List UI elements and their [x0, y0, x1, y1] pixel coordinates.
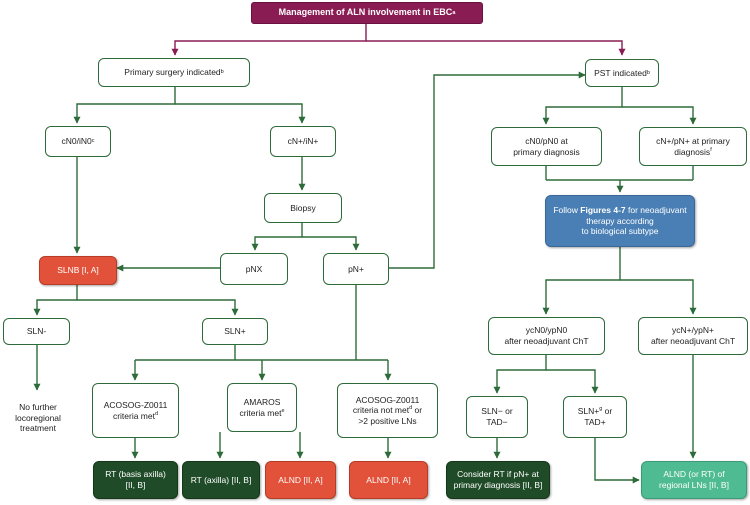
sln-tad-neg-label: SLN− or TAD− [481, 406, 513, 427]
acosog-notmet-line1: ACOSOG-Z0011 [355, 394, 420, 405]
no-further-treatment-text: No further locoregional treatment [3, 393, 73, 443]
acosog-met-line1: ACOSOG-Z0011 [103, 399, 168, 410]
title-connectors [171, 24, 626, 56]
arrow-ycn0-to-slntadneg [493, 355, 547, 394]
consider-rt-label: Consider RT if pN+ at primary diagnosis … [453, 469, 543, 490]
alnd-rt-label: ALND (or RT) of regional LNs [II, B] [659, 469, 729, 490]
arrow-ycn0-to-slntadpos [546, 369, 599, 394]
pnx-node: pNX [220, 253, 288, 285]
acosog-notmet-footnote: d [409, 405, 413, 412]
ycn0-label: ycN0/ypN0 after neoadjuvant ChT [504, 325, 589, 346]
acosog-notmet-line2: criteria not met [352, 405, 410, 416]
sln-neg-node: SLN- [3, 318, 70, 345]
cnplus-node: cN+/iN+ [270, 126, 336, 157]
alnd-2-label: ALND [II, A] [366, 474, 411, 485]
alnd-1-label: ALND [II, A] [278, 474, 323, 485]
arrow-biopsy-to-pnplus [302, 236, 360, 251]
rt-axilla-label: RT (axilla) [II, B] [190, 474, 252, 485]
sln-tad-pos-line2: TAD+ [584, 417, 606, 427]
primary-surgery-label: Primary surgery indicated [124, 67, 221, 78]
arrow-follow-to-ycn0 [542, 247, 621, 315]
sln-pos-node: SLN+ [202, 318, 268, 345]
sln-tad-pos-or: or [602, 406, 613, 417]
cnplus-pnplus-line1: cN+/pN+ at primary [656, 135, 730, 146]
sln-pos-label: SLN+ [224, 326, 246, 337]
sln-tad-pos-footnote: g [599, 406, 603, 413]
slnb-label: SLNB [I, A] [57, 265, 99, 276]
acosog-notmet-line3: >2 positive LNs [358, 415, 417, 426]
cnplus-pnplus-node: cN+/pN+ at primary diagnosisf [639, 127, 747, 166]
sln-neg-label: SLN- [26, 326, 47, 337]
no-further-label: No further locoregional treatment [15, 402, 61, 434]
cnplus-pnplus-line2: diagnosis [674, 146, 711, 157]
arrow-title-to-pst [366, 40, 626, 56]
cnplus-label: cN+/iN+ [287, 136, 319, 147]
acosog-met-node: ACOSOG-Z0011 criteria metd [92, 383, 179, 438]
arrow-slntadpos-to-alnd-rt [594, 438, 640, 484]
alnd-node-2: ALND [II, A] [349, 461, 428, 499]
follow-figures-node: Follow Figures 4-7 for neoadjuvant thera… [545, 195, 695, 247]
rt-axilla-node: RT (axilla) [II, B] [182, 461, 260, 499]
sln-tad-pos-line1: SLN+ [577, 406, 600, 417]
follow-pre: Follow [553, 205, 581, 216]
amaros-node: AMAROS criteria mete [227, 383, 297, 432]
ycnplus-node: ycN+/ypN+ after neoadjuvant ChT [638, 317, 748, 355]
sln-tad-pos-node: SLN+g or TAD+ [563, 396, 627, 438]
cn0-label: cN0/iN0 [61, 136, 92, 147]
arrow-biopsy-to-pnx [251, 223, 303, 251]
arrow-follow-to-ycnplus [620, 279, 697, 315]
amaros-line2: criteria met [239, 407, 282, 418]
cn0-footnote: c [91, 138, 95, 145]
acosog-met-footnote: d [154, 410, 159, 417]
primary-surgery-footnote: b [220, 69, 224, 76]
rt-basis-axilla-node: RT (basis axilla) [II, B] [93, 461, 178, 499]
cn0-pn0-node: cN0/pN0 at primary diagnosis [491, 127, 602, 166]
pnplus-node: pN+ [323, 253, 389, 285]
slnb-node: SLNB [I, A] [39, 256, 117, 285]
arrow-title-to-primary-surgery [171, 24, 367, 56]
acosog-met-line2: criteria met [112, 410, 155, 421]
arrow-pst-to-cn0pn0 [542, 87, 623, 125]
biopsy-label: Biopsy [290, 202, 316, 213]
arrow-primary-to-cnplus [175, 103, 306, 124]
sln-tad-neg-node: SLN− or TAD− [466, 396, 528, 438]
follow-figures-ref: Figures 4-7 [580, 205, 626, 216]
ycn0-node: ycN0/ypN0 after neoadjuvant ChT [488, 317, 605, 355]
arrow-primary-to-cn0 [73, 87, 176, 124]
pst-footnote: b [646, 69, 650, 76]
rt-basis-label: RT (basis axilla) [II, B] [105, 469, 166, 490]
green-connectors [33, 71, 697, 484]
cn0-pn0-label: cN0/pN0 at primary diagnosis [513, 135, 580, 157]
consider-rt-node: Consider RT if pN+ at primary diagnosis … [446, 461, 550, 499]
arrow-slnb-to-slnpos [77, 299, 239, 316]
alnd-node-1: ALND [II, A] [265, 461, 336, 499]
alnd-rt-regional-node: ALND (or RT) of regional LNs [II, B] [641, 461, 747, 499]
pnx-label: pNX [245, 263, 263, 274]
title-footnote: a [452, 9, 456, 16]
biopsy-node: Biopsy [264, 193, 342, 223]
pst-label: PST indicated [594, 67, 647, 78]
title-text: Management of ALN involvement in EBC [278, 7, 453, 18]
arrow-pst-to-cnpluspnplus [622, 106, 697, 125]
amaros-footnote: e [281, 407, 285, 414]
arrow-slnb-to-slnneg [33, 285, 78, 316]
cnplus-pnplus-footnote: f [710, 146, 712, 153]
pnplus-label: pN+ [348, 263, 364, 274]
amaros-line1: AMAROS [243, 396, 281, 407]
ycnplus-label: ycN+/ypN+ after neoadjuvant ChT [650, 325, 736, 346]
follow-post: for neoadjuvant therapy according to bio… [581, 205, 687, 237]
acosog-notmet-or: or [412, 405, 423, 416]
acosog-notmet-node: ACOSOG-Z0011 criteria not metd or >2 pos… [337, 383, 438, 438]
arrow-pnplus-to-pst [389, 71, 586, 269]
